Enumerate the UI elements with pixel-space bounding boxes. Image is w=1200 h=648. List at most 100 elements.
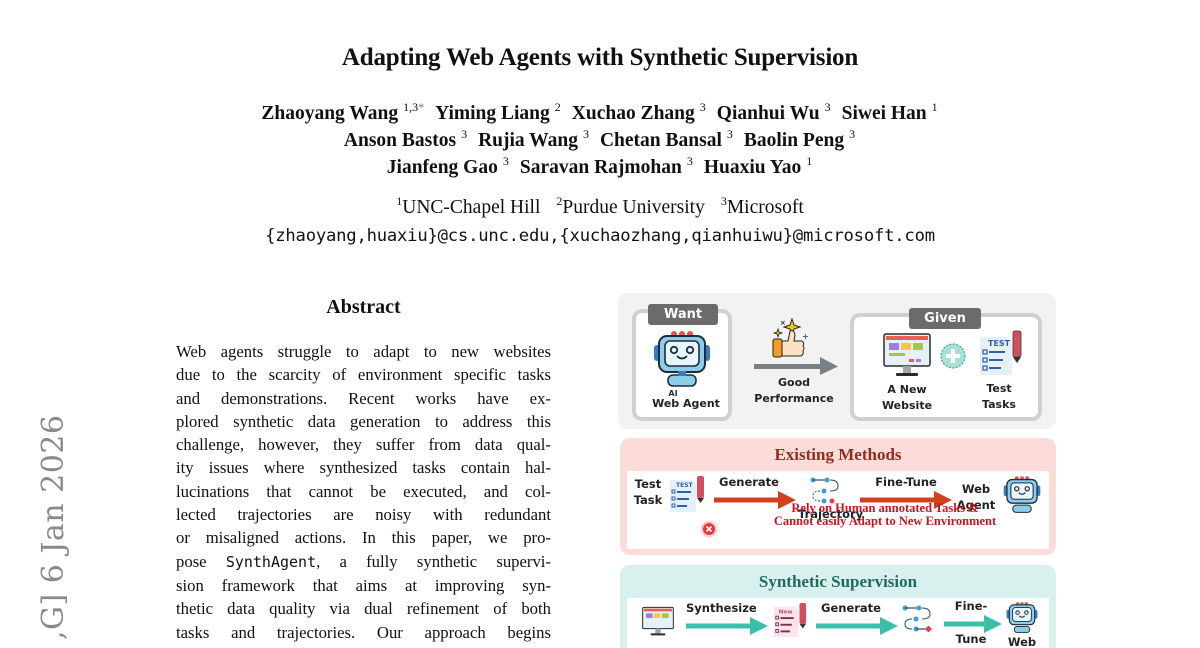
affiliation-marker: 3 <box>825 100 831 114</box>
author: Xuchao Zhang 3 <box>567 100 706 124</box>
generate-label: Generate <box>821 601 881 615</box>
svg-text:×: × <box>780 319 786 327</box>
test-task-label: Test Task <box>630 476 666 508</box>
author-name: Xuchao Zhang <box>571 103 695 124</box>
want-tag: Want <box>648 304 718 325</box>
abstract-line: due to the scarcity of environment speci… <box>176 365 551 385</box>
affiliation-number: 3 <box>582 127 589 141</box>
affiliation-marker: 3 <box>849 127 855 141</box>
label-line-2: Agent <box>956 498 996 512</box>
web-agent-robot-icon <box>1003 476 1041 513</box>
existing-methods-panel: Existing Methods Test Task TEST Generate… <box>620 438 1056 555</box>
red-arrow-icon <box>714 491 796 509</box>
new-task-document-icon: New <box>773 602 807 638</box>
error-x-icon <box>700 520 718 538</box>
web-agent-robot-icon <box>1006 602 1038 633</box>
affiliation-number: 3 <box>720 194 727 208</box>
abstract-line: plored synthetic data generation to addr… <box>176 411 551 431</box>
abstract-heading: Abstract <box>326 296 401 318</box>
author: Saravan Rajmohan 3 <box>515 154 693 178</box>
affiliation-marker: 3 <box>687 154 693 168</box>
affiliation: 3Microsoft <box>720 194 804 218</box>
warning-line-1: Rely on Human annotated Tasks & <box>791 501 979 515</box>
author: Anson Bastos 3 <box>339 127 467 151</box>
abstract-line: pose SynthAgent, a fully synthetic super… <box>176 550 551 574</box>
web-agent-label-partial: Web <box>1007 635 1037 648</box>
teal-arrow-icon <box>816 617 898 635</box>
affiliation: 1UNC-Chapel Hill <box>396 194 541 218</box>
ai-badge: AI <box>668 389 678 398</box>
corresponding-author-marker[interactable]: * <box>418 100 425 114</box>
web-agent-label: Web Agent <box>956 481 996 513</box>
affiliation-number: 1 <box>931 100 938 114</box>
website-monitor-icon <box>642 606 674 636</box>
trajectory-icon <box>902 605 933 633</box>
text: pose <box>176 551 226 571</box>
svg-text:New: New <box>779 609 794 615</box>
affiliation-marker: 2 <box>555 100 561 114</box>
test-document-icon: TEST <box>980 330 1022 375</box>
overview-figure: Want AI Web Agent × + <box>618 293 1058 648</box>
website-monitor-icon <box>883 333 931 376</box>
affiliation-name: UNC-Chapel Hill <box>402 197 541 218</box>
affiliation-number: 3 <box>849 127 856 141</box>
abstract-line: Web agents struggle to adapt to new webs… <box>176 342 551 361</box>
abstract-line: sion framework that aims at improving sy… <box>176 575 551 595</box>
existing-methods-title: Existing Methods <box>774 445 902 464</box>
affiliation-number: 2 <box>556 194 563 208</box>
label-line-1: Good <box>777 376 811 389</box>
web-agent-robot-icon <box>654 331 710 387</box>
want-given-panel: Want AI Web Agent × + <box>618 293 1056 429</box>
affiliation-number: 1 <box>806 154 813 168</box>
abstract-line: challenge, however, they suffer from dat… <box>176 435 551 455</box>
author: Siwei Han 1 <box>837 100 938 124</box>
thumbs-up-icon: × + <box>772 317 809 358</box>
abstract-line: lected trajectories are noisy with redun… <box>176 505 551 525</box>
method-name: SynthAgent <box>225 552 317 571</box>
affiliation-number: 1,3 <box>403 100 419 114</box>
author-name: Anson Bastos <box>343 130 457 151</box>
abstract-line: or misaligned actions. In this paper, we… <box>176 528 551 548</box>
affiliation-marker: 3 <box>461 127 467 141</box>
affiliation: 2Purdue University <box>556 194 704 218</box>
affiliation-number: 3 <box>699 100 706 114</box>
abstract-line: and demonstrations. Recent works have ex… <box>176 388 551 408</box>
label-line-1: Web <box>961 482 991 496</box>
author-name: Zhaoyang Wang <box>261 103 399 124</box>
label-line-2: Task <box>633 493 663 507</box>
generate-label: Generate <box>719 475 779 489</box>
author-name: Huaxiu Yao <box>703 157 802 178</box>
text: , a fully synthetic supervi- <box>316 551 552 571</box>
author: Huaxiu Yao 1 <box>699 154 812 178</box>
paper-title: Adapting Web Agents with Synthetic Super… <box>341 44 859 71</box>
svg-text:TEST: TEST <box>676 482 694 489</box>
affiliation-number: 2 <box>554 100 561 114</box>
given-tag: Given <box>909 308 981 329</box>
affiliation-number: 3 <box>824 100 831 114</box>
affiliation-number: 3 <box>461 127 468 141</box>
affiliation-marker: 1 <box>932 100 938 114</box>
affiliation-marker: 1 <box>806 154 812 168</box>
author-name: Siwei Han <box>841 103 927 124</box>
limitation-warning: Rely on Human annotated Tasks & Cannot e… <box>730 502 1040 528</box>
affiliation-number: 3 <box>686 154 693 168</box>
abstract-body: Web agents struggle to adapt to new webs… <box>176 340 551 644</box>
author-name: Saravan Rajmohan <box>519 157 682 178</box>
trajectory-label: Trajectory <box>798 507 864 521</box>
affiliations: 1UNC-Chapel Hill 2Purdue University 3Micro… <box>0 194 1200 219</box>
affiliation-marker: 3 <box>727 127 733 141</box>
abstract-line: ity issues where synthesized tasks conta… <box>176 458 551 478</box>
label-line-1: Test <box>986 382 1012 395</box>
abstract-line: thetic data quality via dual refinement … <box>176 599 551 619</box>
teal-arrow-icon <box>944 615 1002 633</box>
affiliation-number: 1 <box>396 194 403 208</box>
fine-tune-label: Fine-Tune <box>875 475 937 489</box>
teal-arrow-icon <box>686 617 768 635</box>
author: Zhaoyang Wang 1,3* <box>256 100 425 124</box>
